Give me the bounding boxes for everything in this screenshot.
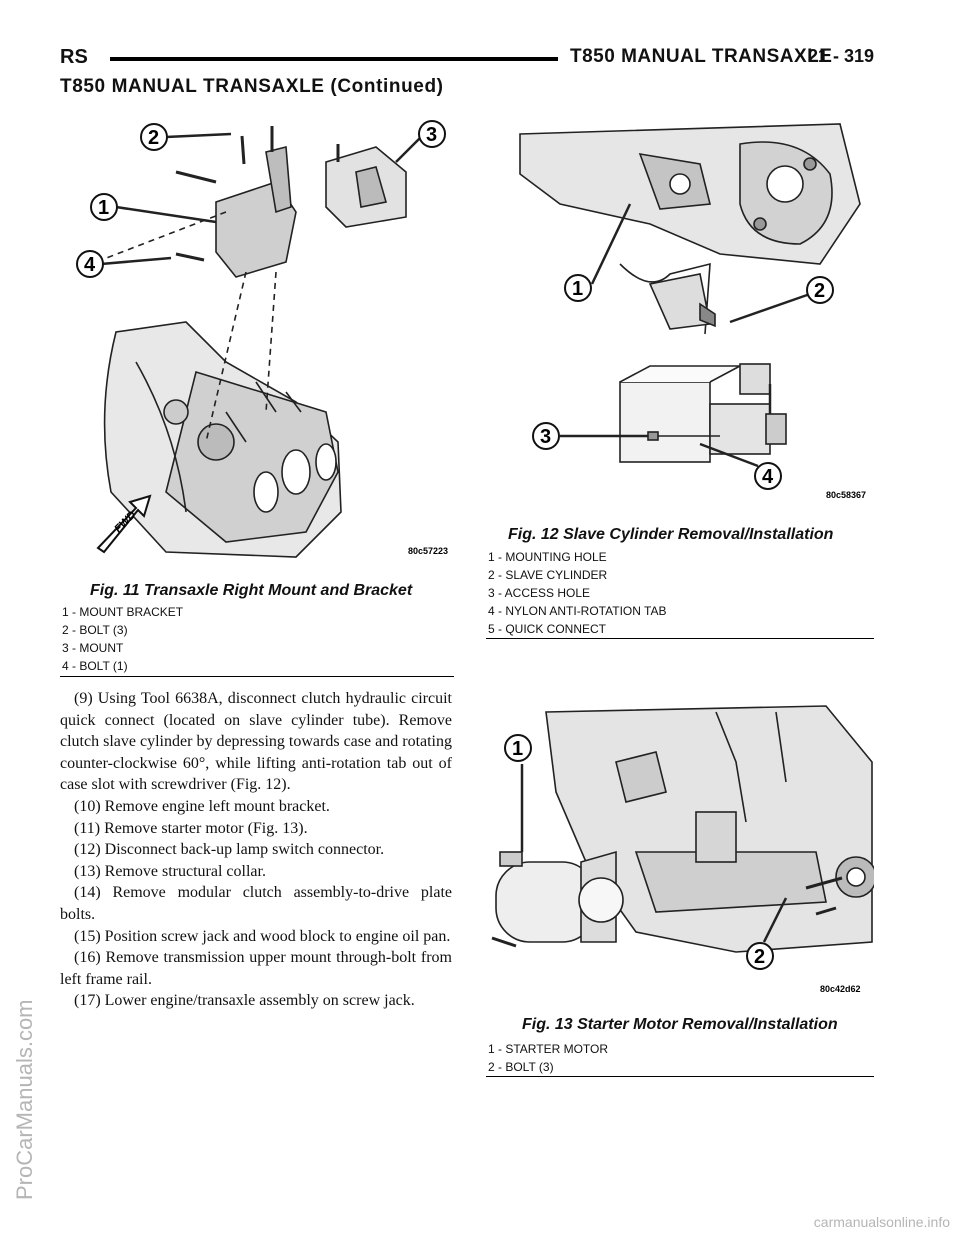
fig12-legend: 1 - MOUNTING HOLE 2 - SLAVE CYLINDER 3 -…	[488, 548, 666, 638]
legend-item: 2 - BOLT (3)	[62, 623, 128, 637]
header-section-code: RS	[60, 46, 88, 68]
fig11-rule	[60, 676, 454, 677]
bottom-watermark: carmanualsonline.info	[813, 1214, 950, 1230]
legend-item: 3 - MOUNT	[62, 641, 124, 655]
legend-item: 3 - ACCESS HOLE	[488, 586, 591, 600]
fig12-rule	[486, 638, 874, 639]
legend-item: 1 - MOUNTING HOLE	[488, 550, 607, 564]
procedure-step: (14) Remove modular clutch assembly-to-d…	[60, 884, 452, 923]
fig11-callout-4: 4	[84, 254, 96, 276]
fig11-legend: 1 - MOUNT BRACKET 2 - BOLT (3) 3 - MOUNT…	[62, 603, 183, 675]
section-title: T850 MANUAL TRANSAXLE (Continued)	[60, 76, 444, 97]
fig12-code: 80c58367	[826, 490, 866, 500]
procedure-step: (16) Remove transmission upper mount thr…	[60, 949, 452, 988]
figure-13-illustration: 1 2 80c42d62	[486, 702, 874, 998]
procedure-step: (12) Disconnect back-up lamp switch conn…	[74, 841, 385, 859]
fig13-caption: Fig. 13 Starter Motor Removal/Installati…	[522, 1016, 838, 1033]
fig12-callout-2: 2	[814, 280, 825, 302]
fig11-code: 80c57223	[408, 546, 448, 556]
header-rule	[110, 57, 558, 61]
legend-item: 1 - MOUNT BRACKET	[62, 605, 184, 619]
fig11-callout-2: 2	[148, 127, 159, 149]
fig13-callout-2: 2	[754, 946, 765, 968]
fig11-callout-1: 1	[98, 197, 109, 219]
header-page-number: 21 - 319	[808, 46, 875, 66]
fig11-caption: Fig. 11 Transaxle Right Mount and Bracke…	[90, 582, 413, 599]
fig13-legend: 1 - STARTER MOTOR 2 - BOLT (3)	[488, 1040, 608, 1076]
legend-item: 1 - STARTER MOTOR	[488, 1042, 609, 1056]
fig13-code: 80c42d62	[820, 984, 861, 994]
procedure-step: (9) Using Tool 6638A, disconnect clutch …	[60, 690, 452, 794]
side-watermark: ProCarManuals.com	[12, 999, 37, 1200]
fig12-callout-1: 1	[572, 278, 583, 300]
fig12-caption: Fig. 12 Slave Cylinder Removal/Installat…	[508, 526, 834, 543]
procedure-step: (13) Remove structural collar.	[74, 862, 266, 880]
figure-12-illustration: 1 2 3 4 80c58367	[500, 114, 874, 512]
fig11-callout-3: 3	[426, 124, 437, 146]
procedure-step: (17) Lower engine/transaxle assembly on …	[74, 992, 415, 1010]
fig13-callout-1: 1	[512, 738, 523, 760]
legend-item: 4 - BOLT (1)	[62, 659, 128, 673]
procedure-text: (9) Using Tool 6638A, disconnect clutch …	[60, 688, 452, 1012]
figure-11-illustration: 2 3 1 4 FWD 80c57223	[76, 112, 462, 572]
procedure-step: (15) Position screw jack and wood block …	[74, 927, 451, 945]
header-title: T850 MANUAL TRANSAXLE	[570, 46, 833, 67]
legend-item: 5 - QUICK CONNECT	[488, 622, 607, 636]
fig13-rule	[486, 1076, 874, 1077]
legend-item: 4 - NYLON ANTI-ROTATION TAB	[488, 604, 667, 618]
fig12-callout-4: 4	[762, 466, 774, 488]
procedure-step: (11) Remove starter motor (Fig. 13).	[74, 819, 308, 837]
legend-item: 2 - BOLT (3)	[488, 1060, 554, 1074]
fig12-callout-3: 3	[540, 426, 551, 448]
legend-item: 2 - SLAVE CYLINDER	[488, 568, 608, 582]
procedure-step: (10) Remove engine left mount bracket.	[74, 797, 330, 815]
